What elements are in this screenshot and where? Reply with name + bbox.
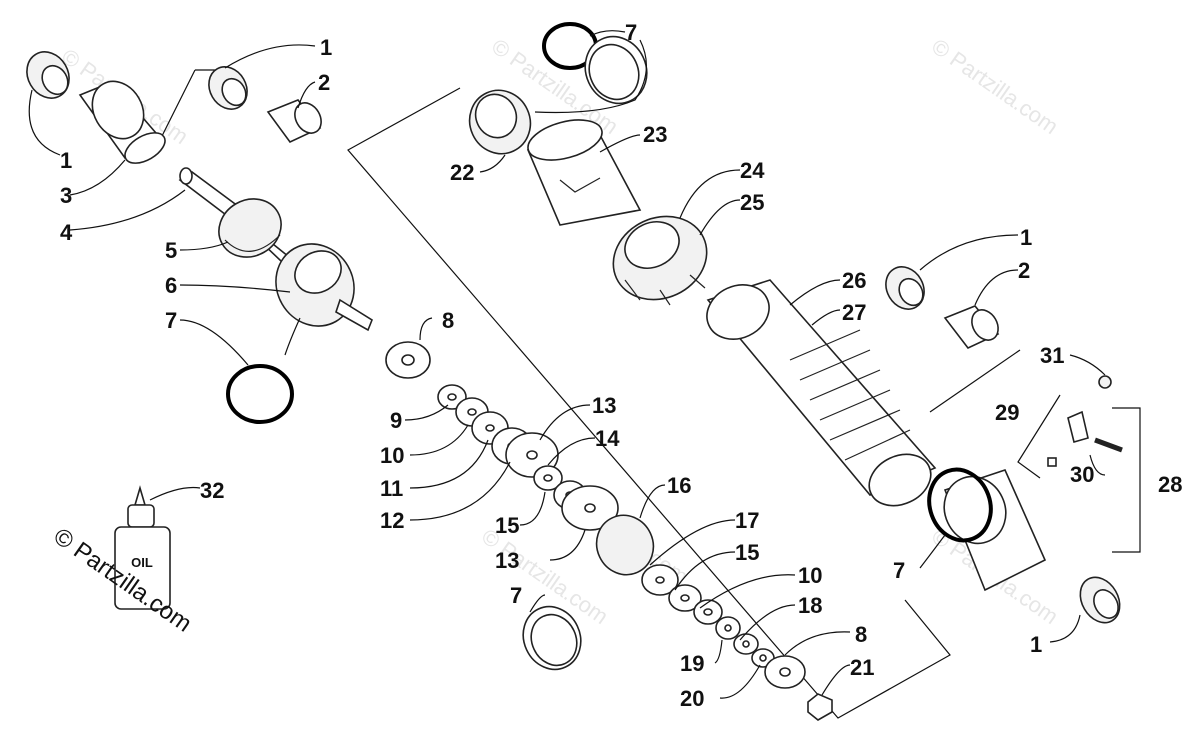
callout-labels: 1 2 1 3 4 5 6 7 7 22 23 24 25 8 9 10 11 … (60, 20, 1182, 711)
callout-7: 7 (165, 308, 177, 333)
callout-20: 20 (680, 686, 704, 711)
callout-12: 12 (380, 508, 404, 533)
callout-2: 2 (1018, 258, 1030, 283)
valve-parts-29-30-31 (1047, 375, 1123, 467)
ring-7-lower (522, 605, 582, 671)
callout-2: 2 (318, 70, 330, 95)
callout-25: 25 (740, 190, 764, 215)
callout-15: 15 (495, 513, 519, 538)
seal-head-22 (468, 89, 532, 155)
callout-24: 24 (740, 158, 765, 183)
callout-7: 7 (893, 558, 905, 583)
callout-23: 23 (643, 122, 667, 147)
washer-stack (385, 341, 833, 721)
callout-13: 13 (592, 393, 616, 418)
spring-collar-24-25 (612, 215, 708, 306)
callout-1: 1 (1030, 632, 1042, 657)
reservoir-28 (943, 469, 1047, 592)
callout-6: 6 (165, 273, 177, 298)
callout-13: 13 (495, 548, 519, 573)
callout-7: 7 (625, 20, 637, 45)
callout-7: 7 (510, 583, 522, 608)
callout-10: 10 (380, 443, 404, 468)
spacer-2-right (943, 305, 1000, 349)
callout-8: 8 (442, 308, 454, 333)
piston-body-6 (275, 243, 373, 332)
callout-32: 32 (200, 478, 224, 503)
body-26 (706, 279, 937, 507)
callout-28: 28 (1158, 472, 1182, 497)
sleeve-23 (526, 119, 642, 226)
callout-14: 14 (595, 426, 620, 451)
o-ring-7-right (927, 467, 993, 543)
callout-21: 21 (850, 655, 874, 680)
leader-lines (28, 30, 1106, 699)
callout-17: 17 (735, 508, 759, 533)
callout-29: 29 (995, 400, 1019, 425)
callout-27: 27 (842, 300, 866, 325)
bushing-1-top (208, 66, 248, 110)
callout-31: 31 (1040, 343, 1064, 368)
callout-3: 3 (60, 183, 72, 208)
callout-5: 5 (165, 238, 177, 263)
callout-4: 4 (60, 220, 73, 245)
callout-19: 19 (680, 651, 704, 676)
o-ring-7-left (226, 364, 294, 424)
callout-8: 8 (855, 622, 867, 647)
callout-10: 10 (798, 563, 822, 588)
callout-30: 30 (1070, 462, 1094, 487)
callout-18: 18 (798, 593, 822, 618)
callout-1: 1 (320, 35, 332, 60)
callout-11: 11 (380, 476, 403, 501)
bumper-5 (218, 198, 282, 258)
callout-16: 16 (667, 473, 691, 498)
callout-15: 15 (735, 540, 759, 565)
callout-9: 9 (390, 408, 402, 433)
callout-1: 1 (60, 148, 72, 173)
callout-26: 26 (842, 268, 866, 293)
bushing-1-right (885, 266, 925, 310)
sleeve-3 (78, 80, 166, 164)
spacer-2-top (266, 99, 322, 144)
bushing-1-bottom (1079, 576, 1121, 624)
bushing-1-left (26, 51, 70, 99)
ring-7-top (584, 35, 648, 105)
oil-bottle-32: OIL (114, 485, 171, 610)
oil-label: OIL (131, 555, 153, 570)
callout-1: 1 (1020, 225, 1032, 250)
watermark: © Partzilla.com (927, 34, 1063, 140)
callout-22: 22 (450, 160, 474, 185)
